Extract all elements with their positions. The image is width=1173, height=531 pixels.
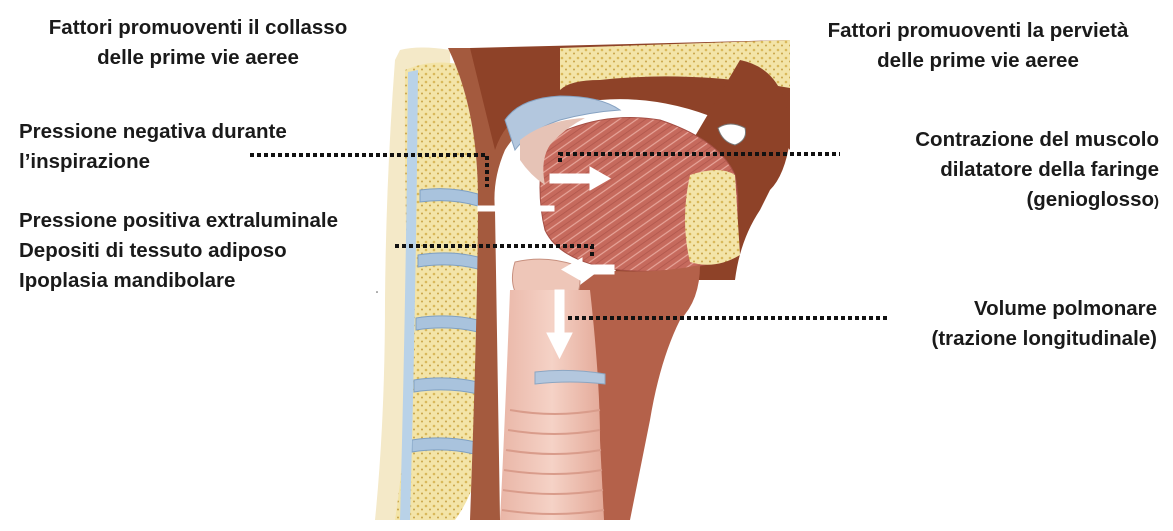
genioglossus-line-2: dilatatore della faringe xyxy=(915,155,1159,185)
right-title-line-2: delle prime vie aeree xyxy=(788,46,1168,76)
negative-pressure-label: Pressione negativa durante l’inspirazion… xyxy=(19,117,287,177)
negative-pressure-line-1: Pressione negativa durante xyxy=(19,117,287,147)
right-title-line-1: Fattori promuoventi la pervietà xyxy=(788,16,1168,46)
mandible xyxy=(685,170,740,265)
adipose-deposits-label: Depositi di tessuto adiposo xyxy=(19,236,338,266)
genioglossus-line-3: (genioglosso) xyxy=(915,185,1159,217)
right-title: Fattori promuoventi la pervietà delle pr… xyxy=(788,16,1168,76)
genioglossus-close-paren: ) xyxy=(1154,193,1159,210)
left-title-line-1: Fattori promuoventi il collasso xyxy=(8,13,388,43)
left-title-line-2: delle prime vie aeree xyxy=(8,43,388,73)
collapse-factors-list: Pressione positiva extraluminale Deposit… xyxy=(19,206,338,296)
lung-volume-line-1: Volume polmonare xyxy=(932,294,1158,324)
lung-volume-line-2: (trazione longitudinale) xyxy=(932,324,1158,354)
mandibular-hypoplasia-label: Ipoplasia mandibolare xyxy=(19,266,338,296)
lung-volume-label: Volume polmonare (trazione longitudinale… xyxy=(932,294,1158,354)
genioglossus-text: (genioglosso xyxy=(1026,188,1154,211)
stray-dot xyxy=(376,291,378,293)
genioglossus-line-1: Contrazione del muscolo xyxy=(915,125,1159,155)
genioglossus-label: Contrazione del muscolo dilatatore della… xyxy=(915,125,1159,217)
negative-pressure-line-2: l’inspirazione xyxy=(19,147,287,177)
extraluminal-pressure-label: Pressione positiva extraluminale xyxy=(19,206,338,236)
trachea xyxy=(500,290,604,520)
left-title: Fattori promuoventi il collasso delle pr… xyxy=(8,13,388,73)
vocal-cords xyxy=(535,370,605,384)
